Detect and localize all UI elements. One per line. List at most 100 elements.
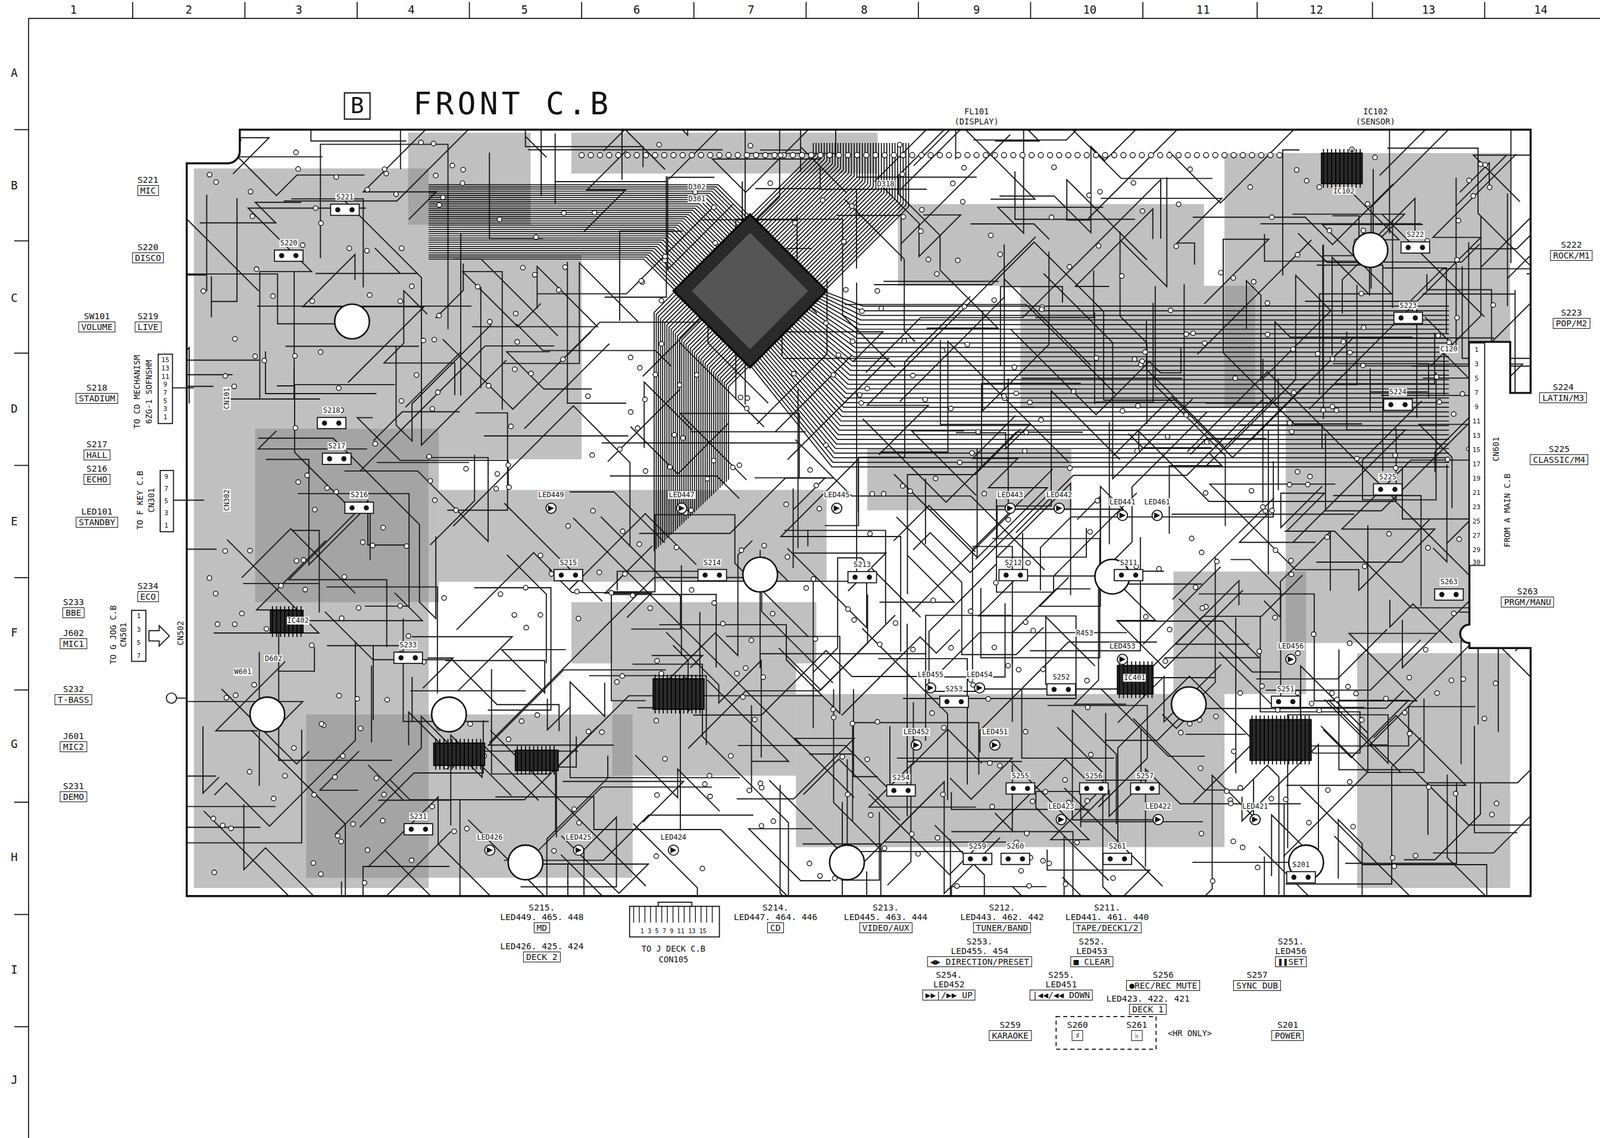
solder-pad [1272,614,1278,620]
copper-trace [1120,231,1148,424]
solder-pad [1413,852,1418,858]
display-pad [872,152,878,158]
copper-trace [1120,177,1167,287]
display-pad [670,152,677,158]
solder-pad [720,620,725,626]
solder-pad [511,612,517,618]
copper-trace [1371,35,1543,289]
ic-pin [695,674,697,714]
switch-pad [363,504,370,511]
copper-trace [319,750,359,790]
solder-pad [1451,411,1456,417]
solder-pad [409,857,415,863]
copper-trace [150,273,339,324]
switch-pad [1305,874,1311,880]
ic-pin [666,674,668,714]
switch-symbol [698,569,727,581]
part-reference: R453 [1075,629,1095,637]
display-pad [1258,152,1264,158]
ground-symbol [166,692,177,703]
solder-pad [397,602,403,608]
solder-pad [1510,431,1515,437]
solder-pad [1110,875,1116,881]
switch-pad [1398,315,1404,321]
copper-trace [503,814,753,861]
solder-pad [512,366,518,372]
ic-pin [1151,661,1153,699]
copper-trace [783,530,886,624]
part-reference: S257 [1233,969,1281,980]
con105-pin [672,905,674,923]
copper-trace [1012,588,1091,722]
solder-pad [1095,498,1100,503]
copper-trace [1474,725,1518,833]
solder-pad [435,389,441,395]
copper-trace [1075,208,1153,287]
display-pad [882,152,888,158]
copper-trace [997,95,1103,234]
part-reference: S216 [83,463,111,474]
switch-pad [1453,591,1459,598]
switch-symbol [1373,483,1402,495]
solder-pad [342,574,348,580]
copper-trace [896,516,1044,655]
part-reference: CN302 [222,488,231,512]
connector-label: CN501 [119,622,128,648]
switch-function-label: S222ROCK/M1 [1550,239,1593,261]
display-pad [1120,152,1127,158]
function-name: T-BASS [54,694,93,705]
solder-pad [767,180,773,186]
mounting-hole [334,304,370,339]
solder-pad [1255,864,1261,870]
display-pad [1157,152,1164,158]
copper-trace [507,554,547,664]
solder-pad [201,288,206,294]
bus-trace [782,334,1449,399]
copper-trace [1116,620,1259,658]
ruler-tick [14,240,29,242]
bus-trace [804,142,882,269]
bus-trace [817,142,899,281]
bus-trace [795,142,871,261]
switch-pad [1402,401,1408,408]
solder-pad [393,191,399,197]
pin-number: 21 [1472,489,1481,497]
function-name: ♭ [1130,1029,1143,1041]
solder-pad [1372,154,1378,160]
bus-trace [658,295,679,547]
switch-symbol [1401,241,1430,253]
grid-column-number: 6 [633,4,640,17]
copper-trace [488,669,667,745]
solder-pad [738,394,743,400]
bus-trace [761,355,1450,444]
solder-pad [654,853,659,859]
switch-pad [349,504,355,511]
switch-pad [1003,572,1009,578]
function-name: TAPE/DECK1/2 [1072,922,1142,933]
bus-trace [428,218,715,249]
solder-pad [1247,184,1253,190]
solder-pad [1200,605,1205,611]
copper-trace [1264,855,1406,1003]
function-name: LATIN/M3 [1539,392,1587,403]
function-name: ♯ [1072,1029,1084,1041]
solder-pad [1426,784,1431,790]
solder-pad [933,476,939,481]
solder-pad [1362,563,1368,569]
solder-pad [1383,695,1389,701]
hr-only-bracket [1055,1016,1156,1049]
solder-pad [849,203,855,209]
part-reference: LED456 [1277,642,1305,650]
solder-pad [778,152,784,158]
solder-pad [1391,863,1397,869]
solder-pad [1325,787,1331,793]
grid-row-letter: J [10,1073,18,1086]
solder-pad [1183,411,1189,417]
connector-label: TO G JOG C.B [108,605,118,665]
switch-symbol [404,823,433,835]
connector-label: CON105 [658,954,689,964]
copper-trace [1333,495,1422,606]
copper-trace [1333,332,1435,384]
copper-trace [778,594,868,690]
part-reference: S222 [1405,230,1425,239]
